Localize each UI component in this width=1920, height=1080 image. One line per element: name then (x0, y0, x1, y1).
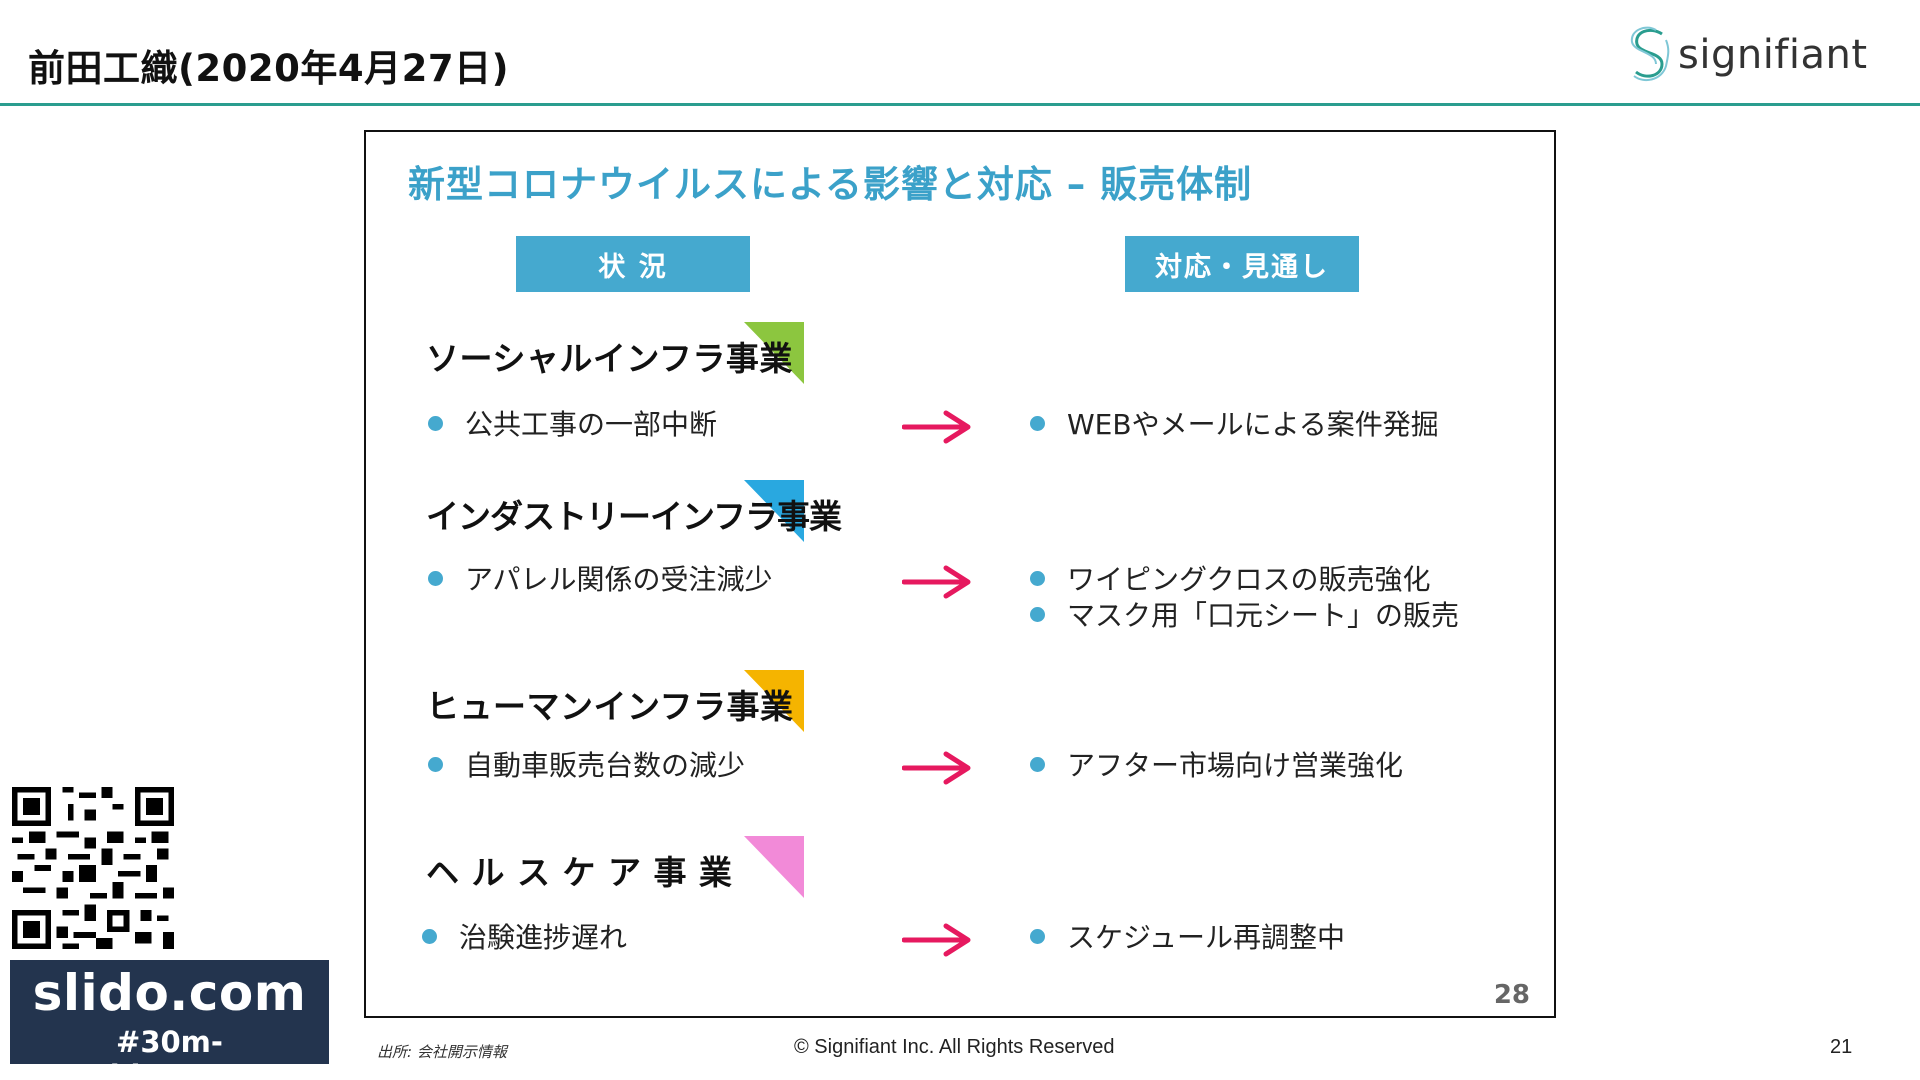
response-item: アフター市場向け営業強化 (1030, 744, 1403, 784)
section-tab-icon (744, 480, 804, 542)
slido-domain: slido.com (32, 964, 307, 1022)
signifiant-logo-icon (1630, 26, 1670, 82)
section-label-human-infra: ヒューマンインフラ事業 (426, 670, 836, 732)
slide-page-number: 28 (1493, 980, 1530, 1010)
arrow-right-icon (902, 923, 971, 957)
page-number: 21 (1830, 1036, 1853, 1058)
bullet-icon (1030, 606, 1045, 622)
source-note: 出所: 会社開示情報 (377, 1043, 507, 1061)
column-header-situation: 状 況 (516, 236, 750, 292)
bullet-icon (1030, 928, 1045, 944)
column-header-response: 対応・見通し (1125, 236, 1359, 292)
section-label-healthcare: ヘ ル ス ケ ア 事 業 (426, 836, 836, 898)
bullet-icon (428, 415, 443, 431)
qr-code-icon[interactable] (12, 787, 174, 949)
section-tab-icon (744, 836, 804, 898)
section-label-social-infra: ソーシャルインフラ事業 (426, 322, 836, 384)
response-item: スケジュール再調整中 (1030, 916, 1345, 956)
brand-logo: signifiant (1628, 26, 1868, 84)
section-tab-icon (744, 670, 804, 732)
slido-event-code: #30m-webinar0507 (63, 1025, 276, 1080)
copyright: © Signifiant Inc. All Rights Reserved (794, 1036, 1115, 1058)
bullet-icon (1030, 756, 1045, 772)
header-divider (0, 103, 1920, 106)
arrow-right-icon (902, 565, 971, 599)
bullet-icon (1030, 415, 1045, 431)
slido-banner[interactable]: slido.com #30m-webinar0507 (10, 960, 329, 1080)
embedded-slide: 新型コロナウイルスによる影響と対応 – 販売体制 状 況 対応・見通し ソーシャ… (364, 130, 1556, 1018)
section-label-industry-infra: インダストリーインフラ事業 (426, 480, 842, 542)
situation-item: 公共工事の一部中断 (428, 403, 717, 443)
page-title: 前田工織(2020年4月27日) (28, 47, 510, 90)
bullet-icon (422, 928, 437, 944)
bullet-icon (428, 570, 443, 586)
response-item: WEBやメールによる案件発掘 (1030, 403, 1439, 443)
response-item: マスク用「口元シート」の販売 (1030, 594, 1459, 634)
arrow-right-icon (902, 751, 971, 785)
situation-item: 治験進捗遅れ (422, 916, 627, 956)
situation-item: アパレル関係の受注減少 (428, 558, 772, 598)
brand-name: signifiant (1678, 32, 1868, 78)
situation-item: 自動車販売台数の減少 (428, 744, 745, 784)
response-item: ワイピングクロスの販売強化 (1030, 558, 1430, 598)
bullet-icon (1030, 570, 1045, 586)
arrow-right-icon (902, 410, 971, 444)
bullet-icon (428, 756, 443, 772)
section-tab-icon (744, 322, 804, 384)
slide-title: 新型コロナウイルスによる影響と対応 – 販売体制 (408, 163, 1253, 206)
